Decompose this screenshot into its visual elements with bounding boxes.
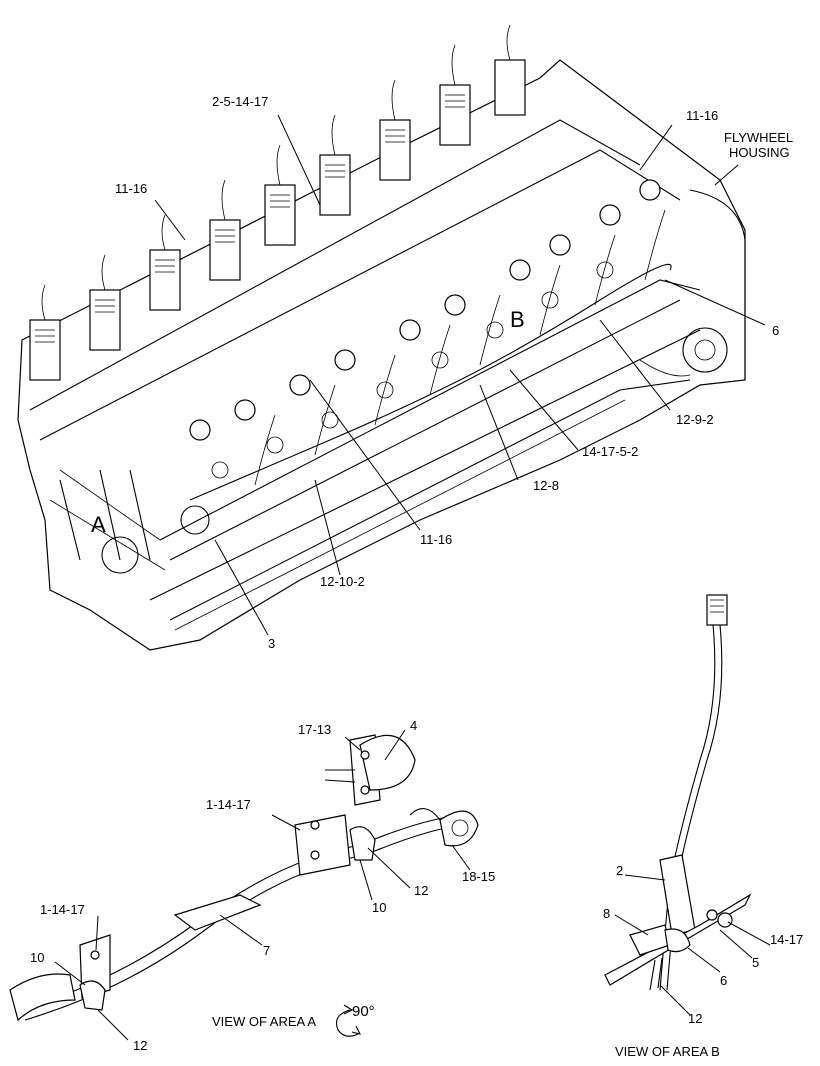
conduit-end [9, 973, 76, 1022]
top-leader-lines [154, 114, 766, 636]
callout-3: 3 [268, 636, 275, 651]
callout-12-upper: 12 [414, 883, 428, 898]
callout-12-10-2: 12-10-2 [320, 574, 365, 589]
area-b-detail-illustration [604, 594, 752, 991]
callout-14-17-5-2: 14-17-5-2 [582, 444, 638, 459]
area-b-leader-lines [614, 874, 771, 1016]
upper-clamp [349, 826, 376, 861]
callout-10-lower: 10 [30, 950, 44, 965]
callout-b-14-17: 14-17 [770, 932, 803, 947]
callout-1-14-17-lower: 1-14-17 [40, 902, 85, 917]
rotation-arrow-icon [335, 1004, 362, 1037]
callout-4: 4 [410, 718, 417, 733]
area-a-leader-lines [54, 729, 471, 1041]
view-of-area-b-caption: VIEW OF AREA B [615, 1044, 720, 1059]
lower-clamp [79, 980, 106, 1011]
rotation-label: 90° [352, 1003, 375, 1020]
connector-plug [439, 810, 479, 847]
callout-18-15: 18-15 [462, 869, 495, 884]
callout-11-16-right: 11-16 [686, 108, 718, 123]
sleeve-2 [659, 854, 696, 936]
callout-labels: 2-5-14-17 11-16 FLYWHEEL HOUSING 11-16 6… [30, 94, 803, 1059]
area-b-marker: B [510, 307, 525, 332]
bolt-5 [717, 912, 733, 928]
callout-12-lower: 12 [133, 1038, 147, 1053]
conduit-cap [359, 734, 416, 791]
callout-1-14-17-upper: 1-14-17 [206, 797, 251, 812]
callout-7: 7 [263, 943, 270, 958]
callout-11-16-bottom: 11-16 [420, 532, 452, 547]
callout-b-2: 2 [616, 863, 623, 878]
clamp-6 [664, 928, 691, 953]
upper-mounting-bracket [294, 814, 351, 876]
callout-12-9-2: 12-9-2 [676, 412, 714, 427]
callout-10-upper: 10 [372, 900, 386, 915]
callout-b-6: 6 [720, 973, 727, 988]
callout-b-5: 5 [752, 955, 759, 970]
callout-6: 6 [772, 323, 779, 338]
area-a-detail-illustration [9, 734, 479, 1022]
connector-head [706, 594, 728, 626]
flywheel-label-line2: HOUSING [729, 145, 790, 160]
area-a-marker: A [91, 512, 106, 537]
callout-b-12: 12 [688, 1011, 702, 1026]
sleeve-cover [173, 894, 262, 931]
callout-12-8: 12-8 [533, 478, 559, 493]
engine-block-illustration [17, 24, 746, 651]
callout-2-5-14-17: 2-5-14-17 [212, 94, 268, 109]
callout-b-8: 8 [603, 906, 610, 921]
rear-bank-rocker-assemblies [29, 24, 526, 381]
view-of-area-a-caption: VIEW OF AREA A [212, 1014, 316, 1029]
front-bank-rocker-assemblies [189, 179, 672, 501]
callout-17-13: 17-13 [298, 722, 331, 737]
flywheel-label-line1: FLYWHEEL [724, 130, 793, 145]
callout-11-16-left: 11-16 [115, 181, 147, 196]
